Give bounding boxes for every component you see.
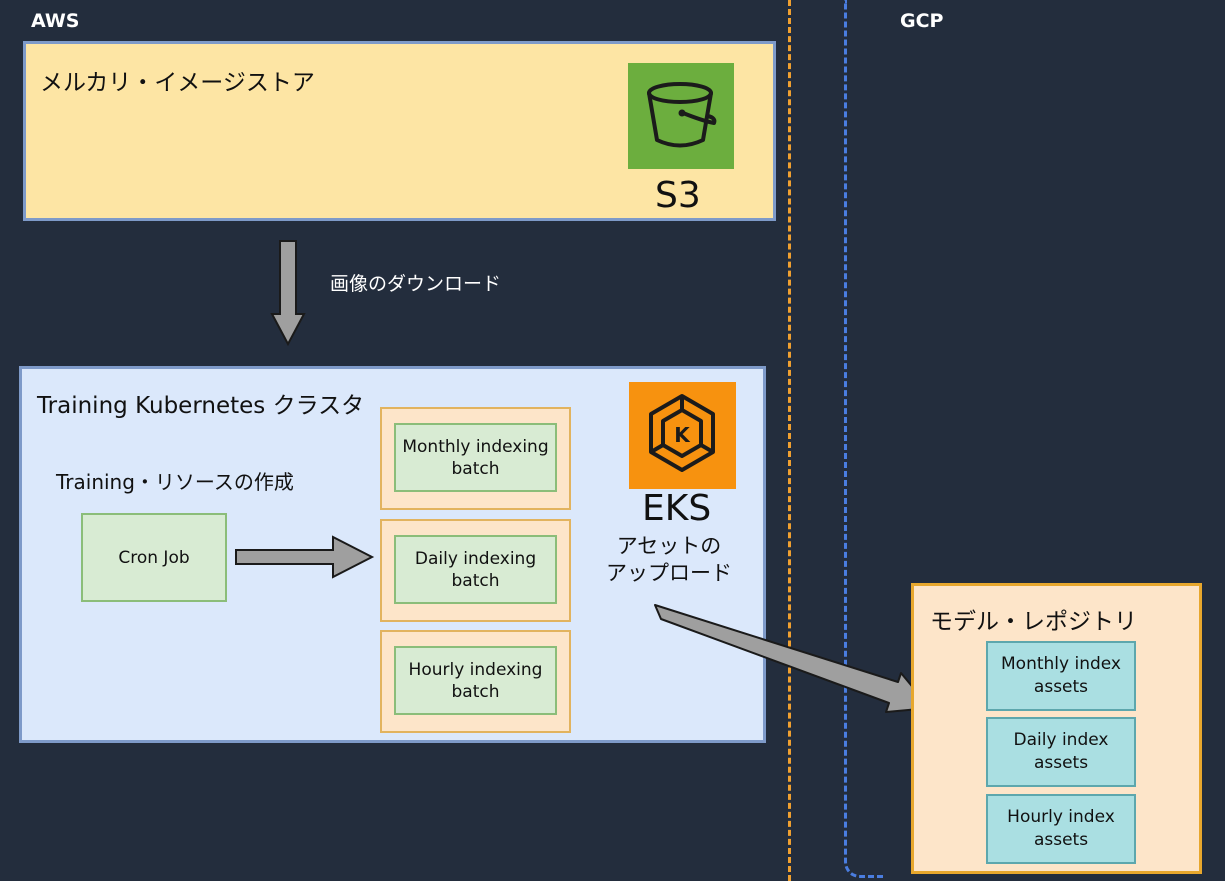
asset-upload-label: アセットの アップロード — [606, 534, 732, 585]
hourly-batch-container: Hourly indexing batch — [380, 630, 571, 733]
monthly-indexing-batch: Monthly indexing batch — [394, 423, 557, 492]
aws-region-label: AWS — [31, 10, 80, 32]
s3-service-name: S3 — [655, 175, 701, 216]
eks-kubernetes-icon: K — [629, 382, 736, 489]
daily-indexing-batch: Daily indexing batch — [394, 535, 557, 604]
training-cluster-title: Training Kubernetes クラスタ — [37, 393, 365, 419]
eks-service-name: EKS — [642, 488, 712, 529]
gcp-boundary-line — [844, 0, 884, 878]
download-arrow — [270, 240, 306, 346]
hourly-index-assets: Hourly index assets — [986, 794, 1136, 864]
svg-text:K: K — [674, 423, 691, 447]
upload-arrow — [654, 604, 931, 713]
model-repository-title: モデル・レポジトリ — [930, 609, 1137, 635]
daily-batch-container: Daily indexing batch — [380, 519, 571, 622]
aws-boundary-line — [788, 0, 791, 881]
image-store-panel: メルカリ・イメージストア S3 — [23, 41, 776, 221]
training-resource-label: Training・リソースの作成 — [56, 470, 294, 494]
model-repository-panel: モデル・レポジトリ Monthly index assets Daily ind… — [911, 583, 1202, 874]
monthly-index-assets: Monthly index assets — [986, 641, 1136, 711]
monthly-batch-container: Monthly indexing batch — [380, 407, 571, 510]
training-cluster-panel: Training Kubernetes クラスタ Training・リソースの作… — [19, 366, 766, 743]
download-label: 画像のダウンロード — [330, 273, 502, 295]
cron-to-batch-arrow — [235, 535, 375, 579]
hourly-indexing-batch: Hourly indexing batch — [394, 646, 557, 715]
gcp-region-label: GCP — [900, 10, 944, 32]
cron-job-box: Cron Job — [81, 513, 227, 602]
daily-index-assets: Daily index assets — [986, 717, 1136, 787]
s3-bucket-icon — [628, 63, 734, 169]
cron-job-label: Cron Job — [118, 547, 190, 568]
image-store-title: メルカリ・イメージストア — [40, 70, 315, 96]
